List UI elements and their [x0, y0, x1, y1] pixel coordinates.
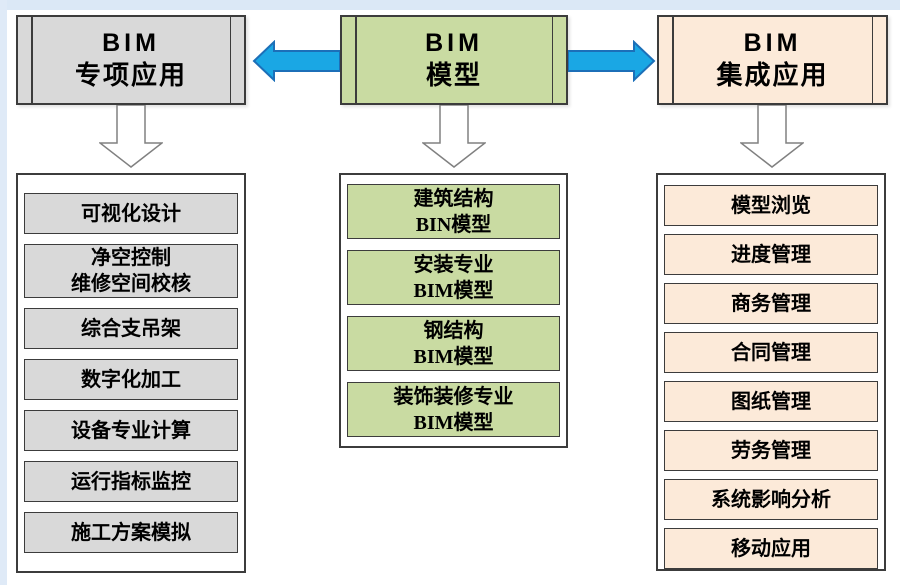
list-item: 钢结构 BIM模型	[347, 316, 560, 371]
list-item: 商务管理	[664, 283, 878, 324]
list-item: 安装专业 BIM模型	[347, 250, 560, 305]
list-item: 图纸管理	[664, 381, 878, 422]
header-title-line1: BIM	[743, 29, 802, 58]
list-item: 进度管理	[664, 234, 878, 275]
header-bim-model: BIM 模型	[340, 15, 568, 105]
page-edge-strip-left	[0, 0, 7, 585]
list-item: 综合支吊架	[24, 308, 238, 349]
header-title-line1: BIM	[102, 29, 160, 58]
panel-bim-model: 建筑结构 BIN模型安装专业 BIM模型钢结构 BIM模型装饰装修专业 BIM模…	[339, 173, 568, 448]
header-title-line2: 集成应用	[716, 60, 829, 91]
list-item: 运行指标监控	[24, 461, 238, 502]
header-title-line2: 模型	[425, 60, 482, 91]
header-bim-special-applications: BIM 专项应用	[16, 15, 246, 105]
list-item: 装饰装修专业 BIM模型	[347, 382, 560, 437]
header-bim-integrated-applications: BIM 集成应用	[657, 15, 888, 105]
list-item: 模型浏览	[664, 185, 878, 226]
list-item: 设备专业计算	[24, 410, 238, 451]
list-item: 数字化加工	[24, 359, 238, 400]
flow-arrow-right-icon	[568, 40, 656, 82]
flow-arrow-left-icon	[252, 40, 340, 82]
down-arrow-icon	[740, 105, 804, 168]
page-edge-strip-top	[0, 0, 900, 10]
down-arrow-icon	[422, 105, 486, 168]
down-arrow-icon	[99, 105, 163, 168]
list-item: 施工方案模拟	[24, 512, 238, 553]
header-title-line2: 专项应用	[74, 60, 187, 91]
list-item: 净空控制 维修空间校核	[24, 244, 238, 298]
panel-bim-special-applications: 可视化设计净空控制 维修空间校核综合支吊架数字化加工设备专业计算运行指标监控施工…	[16, 173, 246, 573]
list-item: 移动应用	[664, 528, 878, 569]
list-item: 合同管理	[664, 332, 878, 373]
list-item: 建筑结构 BIN模型	[347, 184, 560, 239]
list-item: 系统影响分析	[664, 479, 878, 520]
panel-bim-integrated-applications: 模型浏览进度管理商务管理合同管理图纸管理劳务管理系统影响分析移动应用	[656, 173, 886, 571]
header-title-line1: BIM	[425, 29, 483, 58]
list-item: 劳务管理	[664, 430, 878, 471]
list-item: 可视化设计	[24, 193, 238, 234]
